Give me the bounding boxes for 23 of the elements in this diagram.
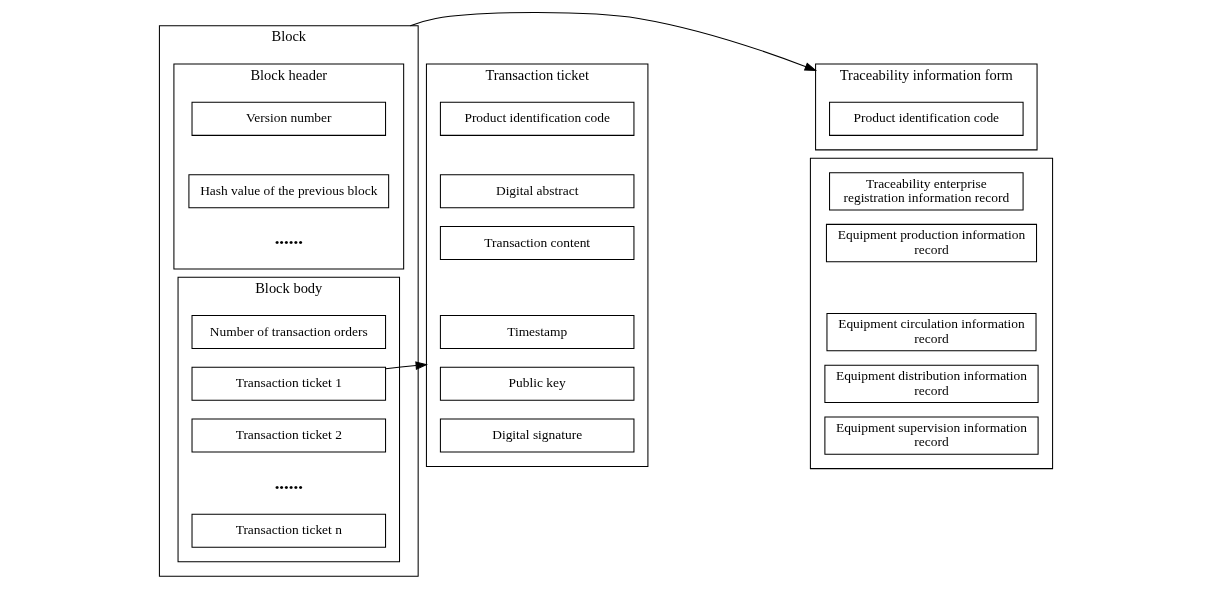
label: ••••••: [274, 234, 303, 250]
node-box: Traceability enterprise registration information record: [828, 172, 1024, 211]
node-box: Transaction ticket 1: [191, 366, 386, 401]
node-box: Number of transaction orders: [191, 314, 386, 350]
node-box: Transaction ticket 2: [191, 418, 386, 453]
node-box: Equipment distribution information record: [823, 364, 1039, 403]
node-box: Timestamp: [439, 314, 634, 350]
node-box: Equipment production information record: [825, 223, 1037, 263]
node-box: Equipment circulation information record: [825, 312, 1037, 352]
arrow: [409, 12, 817, 71]
node-box: Transaction content: [439, 225, 634, 261]
node-box: Transaction ticket n: [191, 513, 386, 548]
node-box: Product identification code: [828, 101, 1024, 136]
node-box: Equipment supervision information record: [823, 416, 1039, 455]
cluster: [809, 157, 1053, 470]
node-box: Hash value of the previous block: [187, 174, 389, 209]
node-box: Public key: [439, 366, 634, 401]
label: ••••••: [274, 479, 303, 495]
node-box: Digital abstract: [439, 174, 634, 209]
arrow: [384, 361, 428, 370]
node-box: Version number: [191, 101, 386, 136]
node-box: Product identification code: [439, 101, 634, 136]
node-box: Digital signature: [439, 418, 634, 453]
